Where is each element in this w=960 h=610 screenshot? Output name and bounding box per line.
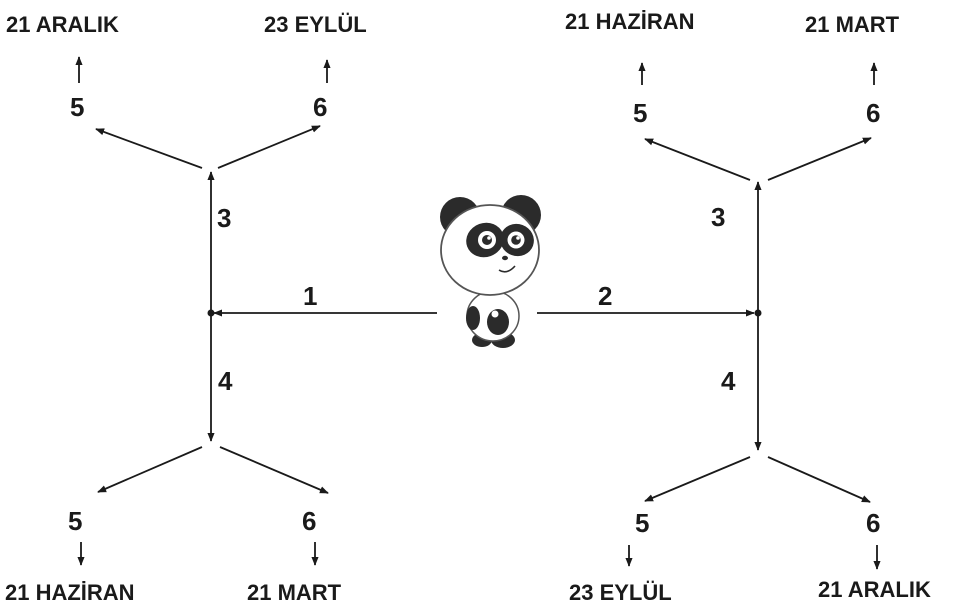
- left-up-right-number: 6: [313, 92, 327, 122]
- left-branch-4-label: 4: [218, 366, 233, 396]
- right-path-2-label: 2: [598, 281, 612, 311]
- left-up-right-arrow: [217, 125, 321, 169]
- left-down-right-arrow: [219, 446, 329, 494]
- right-down-right-arrow: [767, 456, 871, 503]
- right-tree: 2 3 4 5 6 21 HAZİRAN 21 MART 5 6 23 EYLÜ…: [537, 9, 931, 605]
- right-up-left-number: 5: [633, 98, 647, 128]
- right-down-left-arrow: [644, 456, 751, 502]
- right-down-left-date: 23 EYLÜL: [569, 580, 672, 605]
- right-up-left-date: 21 HAZİRAN: [565, 9, 695, 34]
- left-tree: 1 3 4 5 6 21 ARALIK 23 EYLÜL 5 6 21 HAZİ…: [5, 12, 437, 605]
- left-path-1-label: 1: [303, 281, 317, 311]
- panda-right-glint: [516, 236, 520, 240]
- right-down-right-date: 21 ARALIK: [818, 577, 931, 602]
- left-branch-3-label: 3: [217, 203, 231, 233]
- right-branch-3-label: 3: [711, 202, 725, 232]
- right-down-left-number: 5: [635, 508, 649, 538]
- left-up-right-date: 23 EYLÜL: [264, 12, 367, 37]
- left-down-left-number: 5: [68, 506, 82, 536]
- left-up-left-arrow: [95, 128, 203, 169]
- right-up-right-arrow: [767, 137, 872, 181]
- left-up-left-number: 5: [70, 92, 84, 122]
- right-branch-4-label: 4: [721, 366, 736, 396]
- left-down-left-arrow: [97, 446, 203, 493]
- left-up-left-date: 21 ARALIK: [6, 12, 119, 37]
- right-down-right-number: 6: [866, 508, 880, 538]
- left-down-right-date: 21 MART: [247, 580, 342, 605]
- panda-left-glint: [487, 236, 491, 240]
- panda-left-arm: [466, 306, 480, 330]
- panda-belly-spot: [491, 310, 499, 318]
- panda-right-pupil: [511, 235, 521, 245]
- left-down-left-date: 21 HAZİRAN: [5, 580, 135, 605]
- right-up-right-date: 21 MART: [805, 12, 900, 37]
- right-up-right-number: 6: [866, 98, 880, 128]
- left-down-right-number: 6: [302, 506, 316, 536]
- right-up-left-arrow: [644, 138, 751, 181]
- panda-icon: [440, 195, 541, 348]
- panda-left-pupil: [482, 235, 492, 245]
- panda-nose: [502, 255, 508, 261]
- panda-mouth: [498, 265, 516, 273]
